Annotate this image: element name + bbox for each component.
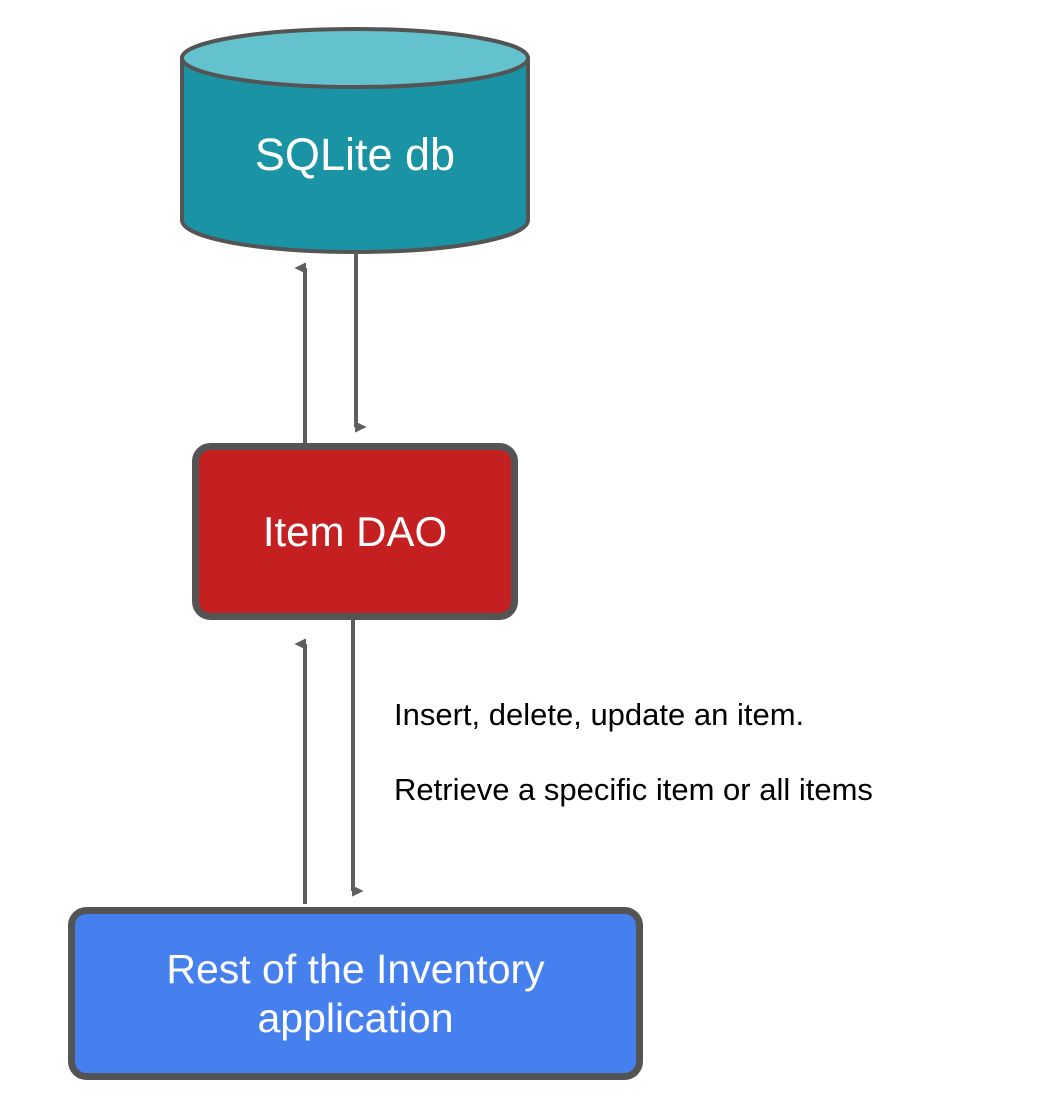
app-box [68, 907, 643, 1080]
node-item-dao[interactable] [192, 443, 518, 620]
dao-box [192, 443, 518, 620]
cylinder-top [180, 27, 530, 89]
edge-annotation-insert-delete-update: Insert, delete, update an item. [394, 697, 805, 732]
node-sqlite-db[interactable] [180, 27, 530, 254]
cylinder-body [180, 56, 530, 254]
node-rest-of-app[interactable] [68, 907, 643, 1080]
edge-annotation-retrieve: Retrieve a specific item or all items [394, 772, 873, 807]
